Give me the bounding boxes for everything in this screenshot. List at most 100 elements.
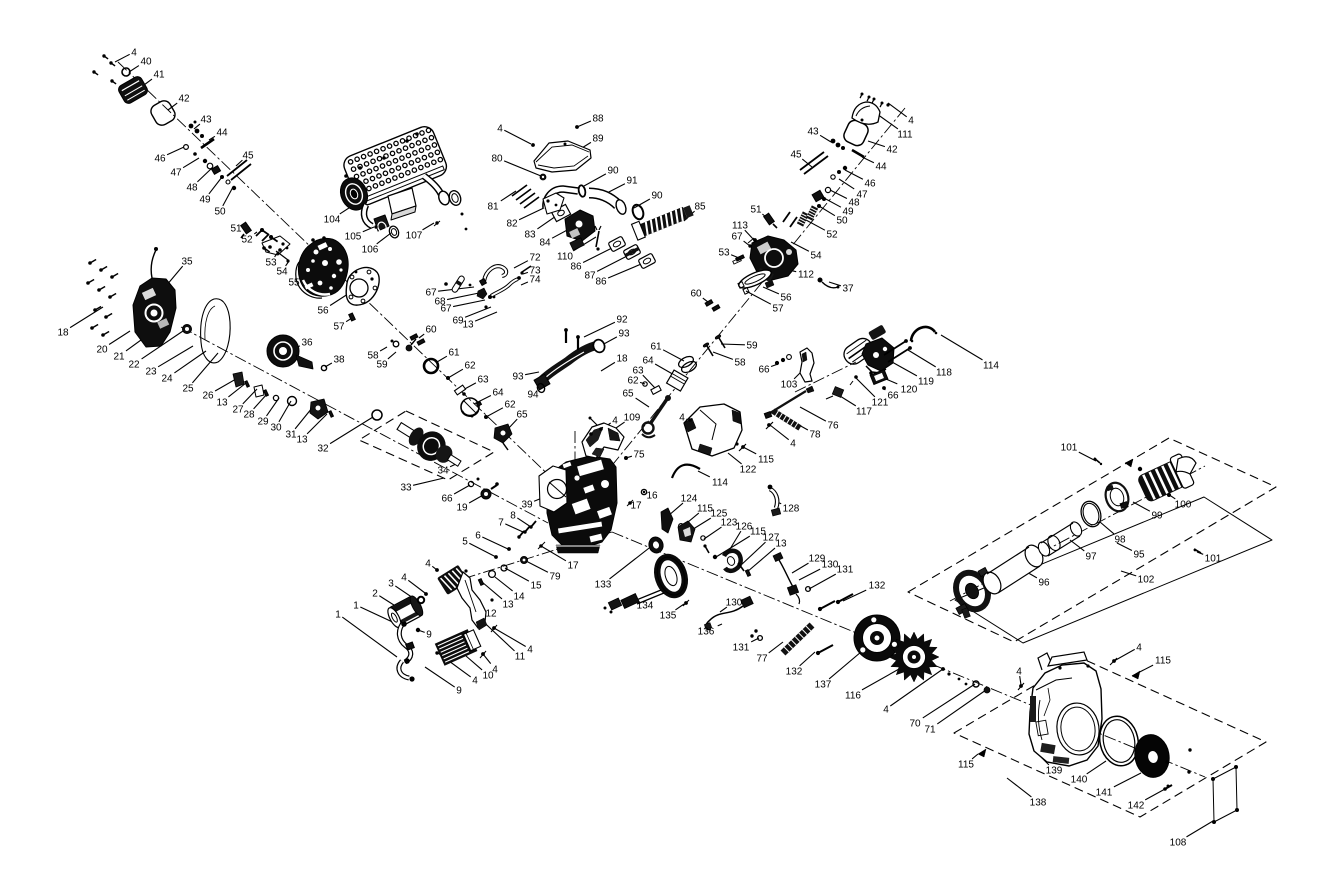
svg-text:4: 4 [1016,667,1022,678]
svg-text:72: 72 [529,253,541,264]
svg-text:110: 110 [557,252,573,263]
svg-text:31: 31 [285,430,297,441]
svg-text:42: 42 [178,94,190,105]
svg-text:139: 139 [1046,766,1063,777]
svg-text:71: 71 [924,725,936,736]
svg-text:101: 101 [1061,443,1078,454]
svg-text:50: 50 [836,216,848,227]
svg-text:56: 56 [317,306,329,317]
svg-text:13: 13 [502,600,514,611]
svg-text:112: 112 [798,270,814,281]
svg-text:59: 59 [746,341,758,352]
svg-text:58: 58 [734,358,746,369]
svg-text:9: 9 [456,686,462,697]
svg-text:100: 100 [1175,500,1192,511]
svg-text:16: 16 [646,491,658,502]
svg-text:49: 49 [842,207,854,218]
svg-text:64: 64 [492,388,504,399]
svg-text:115: 115 [958,760,974,771]
svg-text:3: 3 [388,579,394,590]
svg-text:111: 111 [897,130,913,141]
svg-text:8: 8 [510,511,516,522]
svg-text:117: 117 [856,407,872,418]
svg-text:87: 87 [584,271,596,282]
svg-text:121: 121 [872,398,889,409]
svg-text:4: 4 [883,705,889,716]
svg-text:1: 1 [335,610,341,621]
svg-text:17: 17 [567,561,579,572]
svg-text:126: 126 [736,522,753,533]
svg-text:79: 79 [549,572,561,583]
svg-text:54: 54 [276,267,288,278]
svg-text:67: 67 [440,304,452,315]
svg-text:54: 54 [810,251,822,262]
svg-text:141: 141 [1096,788,1113,799]
svg-text:4: 4 [679,413,685,424]
svg-text:130: 130 [726,598,743,609]
svg-text:17: 17 [630,501,642,512]
svg-text:96: 96 [1038,578,1050,589]
svg-text:90: 90 [651,191,663,202]
svg-text:101: 101 [1205,554,1222,565]
svg-text:13: 13 [296,435,308,446]
svg-text:65: 65 [622,389,634,400]
svg-text:76: 76 [827,421,839,432]
svg-text:133: 133 [595,580,612,591]
svg-text:66: 66 [441,494,453,505]
svg-text:20: 20 [96,345,108,356]
svg-text:13: 13 [462,320,474,331]
svg-text:57: 57 [333,322,345,333]
svg-text:84: 84 [539,238,551,249]
svg-text:64: 64 [642,356,654,367]
svg-text:25: 25 [182,384,194,395]
svg-text:60: 60 [690,289,702,300]
svg-text:14: 14 [513,592,525,603]
svg-text:68: 68 [434,297,446,308]
svg-text:78: 78 [809,430,821,441]
svg-text:66: 66 [887,391,899,402]
svg-text:82: 82 [506,219,518,230]
svg-text:28: 28 [243,410,255,421]
svg-text:115: 115 [758,455,774,466]
svg-text:22: 22 [128,360,140,371]
svg-text:26: 26 [202,391,214,402]
svg-text:38: 38 [333,355,345,366]
svg-text:140: 140 [1071,775,1088,786]
svg-text:44: 44 [875,162,887,173]
svg-text:55: 55 [288,278,300,289]
svg-text:86: 86 [595,277,607,288]
svg-text:115: 115 [750,527,766,538]
svg-text:69: 69 [452,316,464,327]
svg-text:43: 43 [807,127,819,138]
svg-text:39: 39 [521,500,533,511]
svg-text:77: 77 [756,654,768,665]
svg-text:132: 132 [786,667,803,678]
svg-text:118: 118 [936,368,952,379]
svg-text:66: 66 [758,365,770,376]
svg-text:125: 125 [711,509,728,520]
svg-text:4: 4 [1136,643,1142,654]
svg-text:45: 45 [790,150,802,161]
svg-text:24: 24 [161,374,173,385]
svg-text:53: 53 [265,258,277,269]
svg-text:62: 62 [464,361,476,372]
svg-text:122: 122 [740,465,757,476]
svg-text:90: 90 [607,166,619,177]
svg-text:134: 134 [637,601,654,612]
svg-text:92: 92 [616,315,628,326]
svg-text:6: 6 [475,531,481,542]
svg-text:27: 27 [232,405,244,416]
svg-text:45: 45 [242,151,254,162]
svg-text:21: 21 [113,352,125,363]
svg-text:49: 49 [199,195,211,206]
svg-text:131: 131 [837,565,854,576]
svg-text:61: 61 [650,342,662,353]
svg-text:56: 56 [780,293,792,304]
svg-text:114: 114 [983,361,999,372]
svg-text:131: 131 [733,643,750,654]
svg-text:80: 80 [491,154,503,165]
svg-text:115: 115 [697,504,713,515]
svg-text:103: 103 [781,380,798,391]
svg-text:59: 59 [376,360,388,371]
svg-text:116: 116 [845,691,861,702]
